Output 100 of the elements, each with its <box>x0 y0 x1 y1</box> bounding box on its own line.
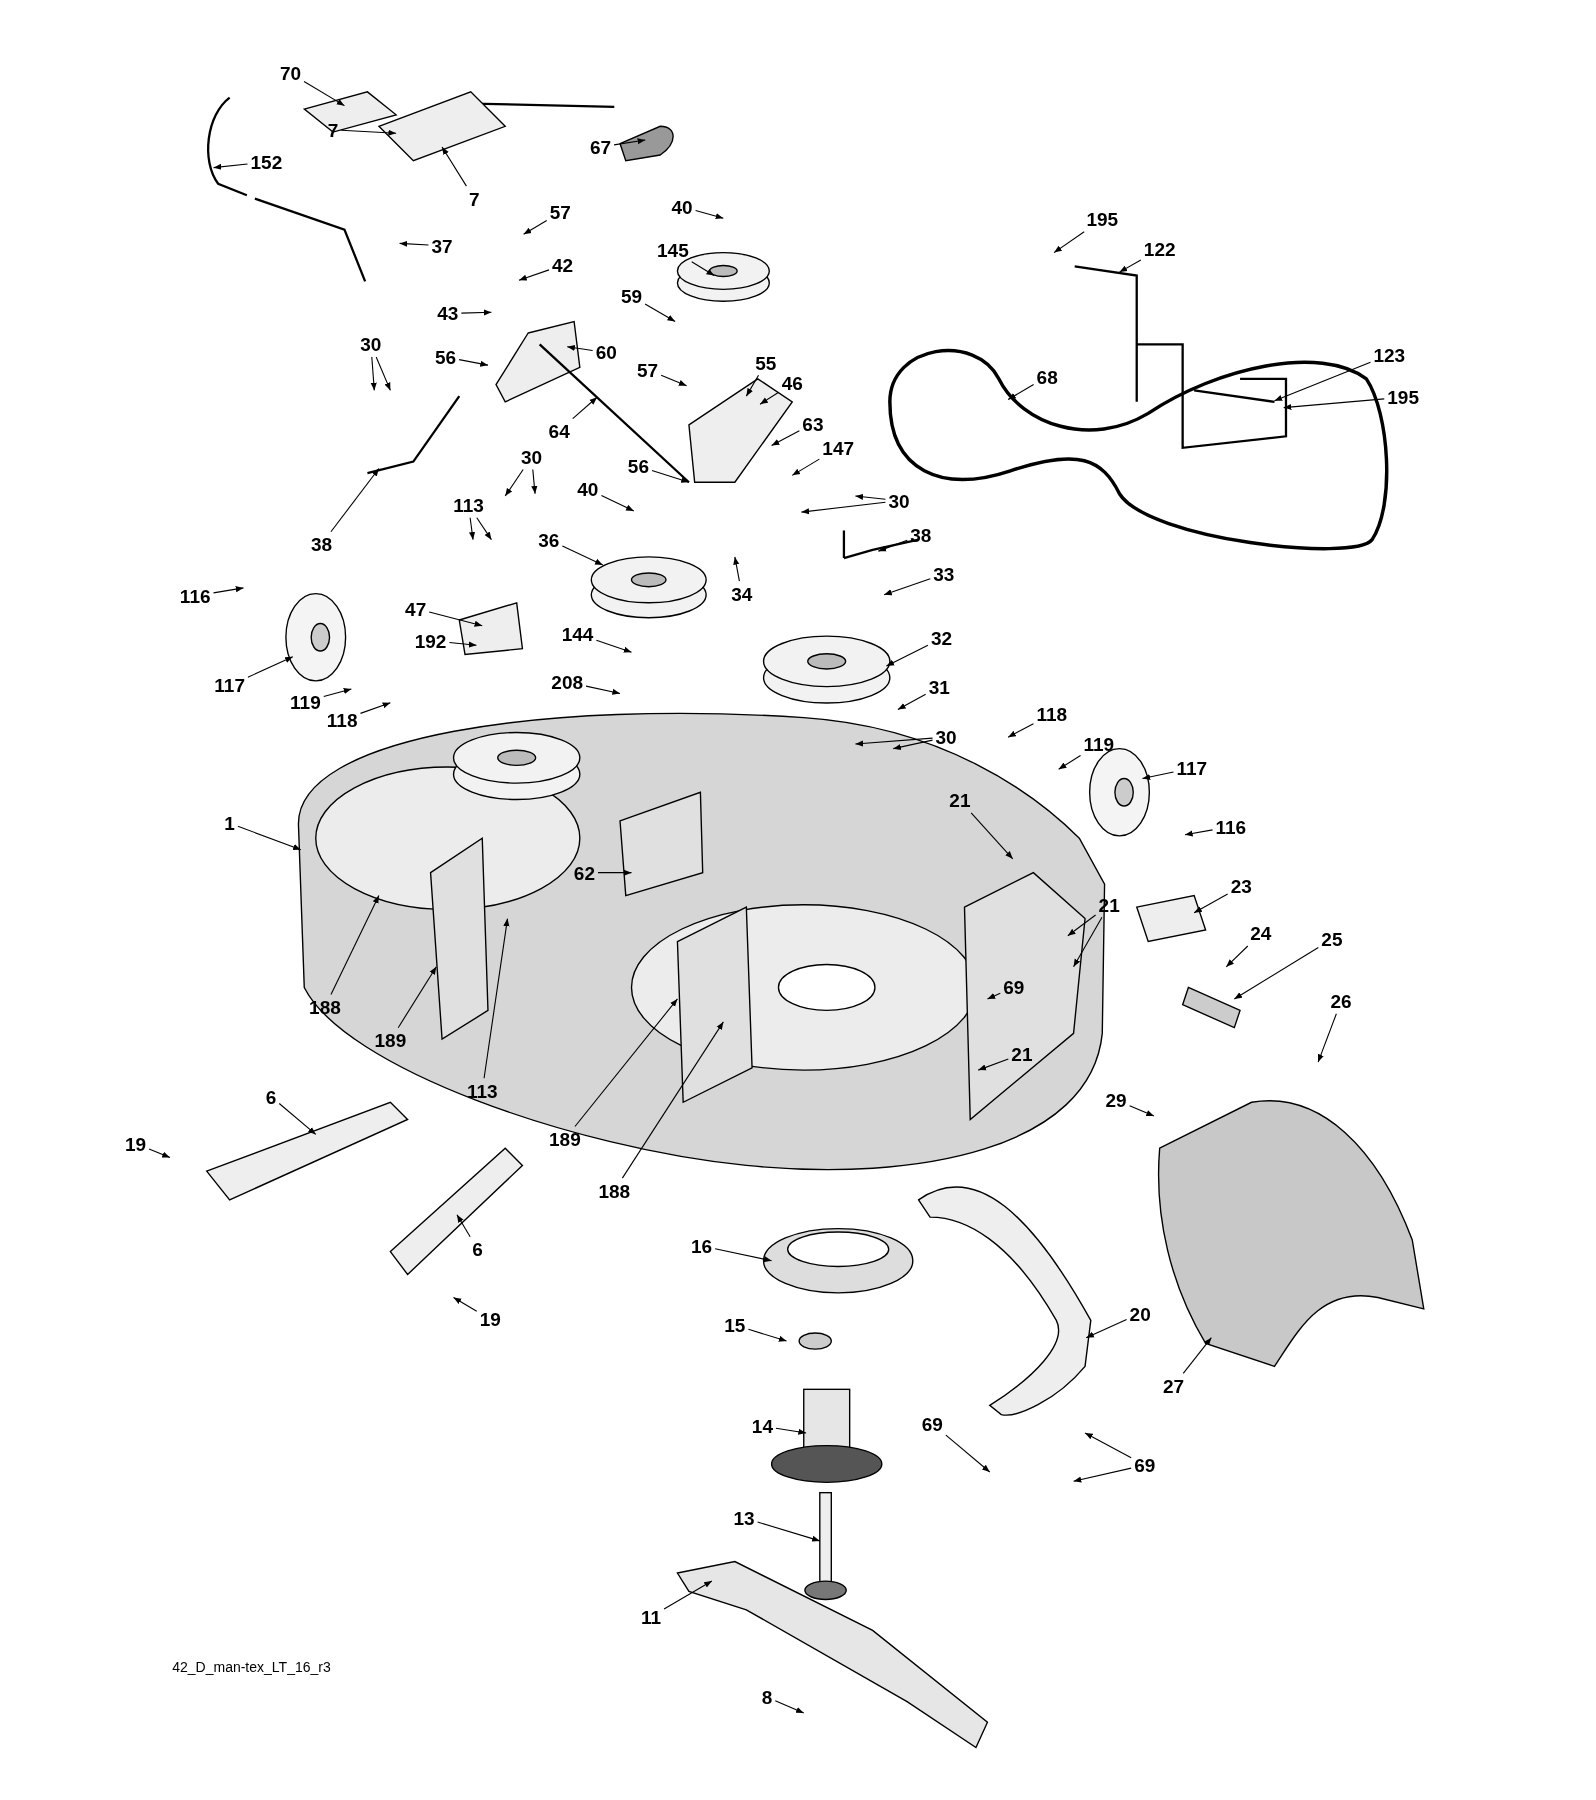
leader-line <box>651 469 690 483</box>
leader-line <box>663 1580 713 1610</box>
callout-number: 27 <box>1161 1375 1185 1397</box>
leader-line <box>1118 259 1142 273</box>
leader-line <box>397 966 437 1029</box>
leader-line <box>469 517 476 541</box>
pulley <box>762 635 891 704</box>
callout-number: 57 <box>548 201 572 223</box>
callout-number: 195 <box>1085 208 1120 230</box>
callout-number: 13 <box>732 1507 756 1529</box>
callout-number: 69 <box>1133 1454 1157 1476</box>
leader-line <box>691 261 715 277</box>
callout-number: 117 <box>213 674 246 696</box>
leader-line <box>892 739 934 750</box>
callout-number: 30 <box>934 726 958 748</box>
leader-line <box>572 396 598 420</box>
callout-number: 68 <box>1035 366 1059 388</box>
lift-rod <box>207 96 248 197</box>
callout-number: 70 <box>278 63 303 84</box>
leader-line <box>757 1521 821 1542</box>
leader-line <box>621 1021 724 1179</box>
leader-line <box>460 309 492 316</box>
leader-line <box>613 138 646 146</box>
leader-line <box>247 656 294 678</box>
leader-line <box>566 344 594 352</box>
leader-line <box>428 611 483 627</box>
leader-line <box>237 825 302 851</box>
callout-number: 24 <box>1249 923 1273 944</box>
leader-line <box>370 356 377 391</box>
idler-arm <box>495 320 581 403</box>
callout-number: 208 <box>550 671 585 693</box>
bracket <box>458 601 524 656</box>
leader-line <box>1233 946 1319 1000</box>
leader-line <box>1007 384 1035 401</box>
callout-number: 118 <box>1035 703 1069 725</box>
callout-number: 30 <box>359 333 383 355</box>
leader-line <box>745 374 760 397</box>
callout-number: 56 <box>626 455 650 477</box>
callout-number: 30 <box>887 490 911 512</box>
callout-number: 1 <box>223 812 236 834</box>
leader-line <box>977 1058 1009 1071</box>
leader-line <box>1225 945 1249 968</box>
callout-number: 43 <box>436 302 460 324</box>
leader-line <box>1058 755 1082 770</box>
callout-number: 116 <box>178 585 212 607</box>
callout-number: 69 <box>1002 976 1026 998</box>
callout-number: 122 <box>1142 238 1177 260</box>
leader-line <box>441 146 467 187</box>
lift-bracket <box>367 395 461 475</box>
callout-number: 123 <box>1372 344 1407 366</box>
leader-line <box>1283 398 1385 410</box>
callout-number: 117 <box>1175 757 1209 779</box>
callout-number: 119 <box>289 691 322 713</box>
callout-number: 34 <box>730 583 754 605</box>
callout-number: 19 <box>123 1133 148 1155</box>
callout-number: 16 <box>690 1235 714 1257</box>
lift-arm <box>917 1186 1092 1416</box>
leader-line <box>854 493 886 500</box>
leader-line <box>531 468 538 495</box>
callout-number: 188 <box>597 1180 632 1202</box>
callout-number: 19 <box>478 1308 502 1330</box>
callout-number: 189 <box>373 1029 408 1051</box>
callout-number: 15 <box>723 1314 747 1336</box>
leader-line <box>585 685 621 695</box>
spring <box>1181 986 1241 1029</box>
leader-line <box>945 1434 991 1473</box>
drawing-code: 42_D_man-tex_LT_16_r3 <box>172 1659 331 1676</box>
belt-guide <box>1073 265 1288 450</box>
leader-line <box>1073 916 1103 968</box>
leader-line <box>759 391 780 405</box>
callout-number: 57 <box>636 359 660 381</box>
callout-number: 144 <box>560 623 595 645</box>
leader-line <box>504 468 524 497</box>
leader-line <box>854 737 934 747</box>
leader-line <box>595 639 633 653</box>
leader-line <box>303 81 345 107</box>
leader-line <box>574 998 678 1128</box>
leader-line <box>600 495 635 512</box>
callout-number: 11 <box>639 1606 663 1628</box>
leader-line <box>375 356 391 391</box>
leader-line <box>1073 1467 1132 1483</box>
callout-number: 26 <box>1329 990 1353 1012</box>
callout-number: 145 <box>656 239 690 261</box>
leader-line <box>1084 1432 1132 1459</box>
leader-line <box>1182 1337 1212 1374</box>
leader-line <box>212 586 244 594</box>
leader-line <box>323 688 352 698</box>
leader-line <box>518 269 550 281</box>
leader-line <box>877 539 908 552</box>
callout-number: 37 <box>430 235 454 257</box>
leader-line <box>1184 829 1214 837</box>
leader-line <box>448 641 478 648</box>
callout-number: 192 <box>413 630 448 652</box>
leader-line <box>660 374 688 387</box>
callout-number: 189 <box>548 1128 582 1150</box>
wheel <box>285 592 347 682</box>
hanger-bracket <box>389 1147 524 1276</box>
leader-line <box>733 556 740 582</box>
leader-line <box>330 895 380 995</box>
leader-line <box>970 812 1014 860</box>
